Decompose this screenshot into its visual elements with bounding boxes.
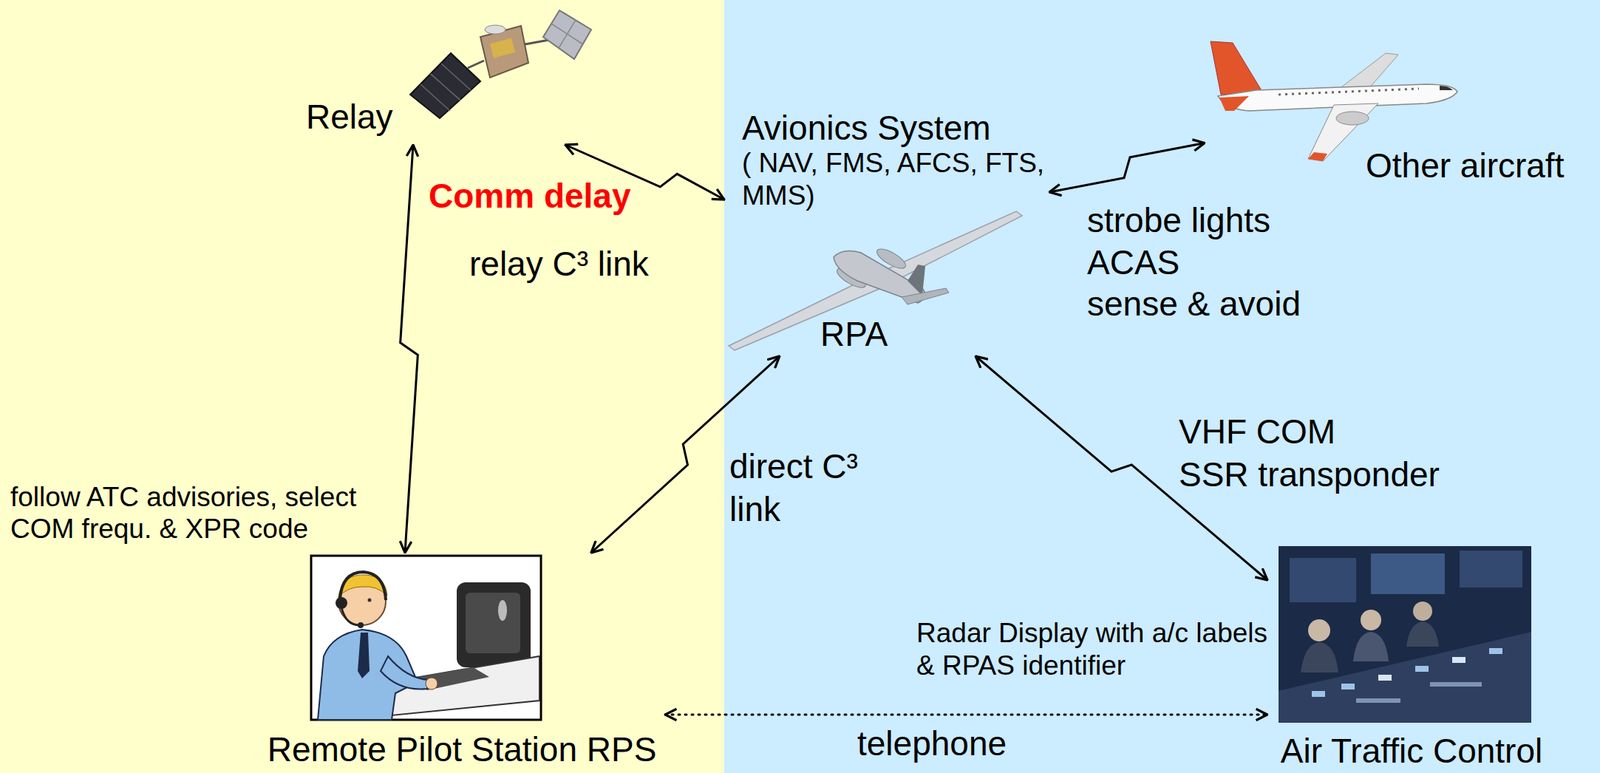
- node-label: Other aircraft: [1365, 146, 1564, 186]
- system-heading: Avionics System: [741, 108, 992, 148]
- satellite-picture: [410, 10, 592, 119]
- link-item: strobe lights: [1087, 201, 1271, 241]
- link-item: sense & avoid: [1087, 284, 1301, 324]
- atc-picture: [1278, 546, 1532, 723]
- node-label: Remote Pilot Station RPS: [267, 731, 657, 768]
- system-list: ( NAV, FMS, AFCS, FTS, MMS): [741, 147, 1068, 213]
- link-label: telephone: [857, 724, 1007, 764]
- node-label: Air Traffic Control: [1280, 733, 1543, 769]
- link-label: relay C³ link: [469, 244, 649, 284]
- air-traffic-control: Air Traffic Control: [1267, 543, 1556, 771]
- link-label: direct C³ link: [729, 445, 885, 532]
- pilot-picture: [311, 555, 541, 720]
- radio-link: [1049, 143, 1205, 193]
- delay-note: Comm delay: [428, 176, 632, 216]
- radio-link: [400, 144, 419, 553]
- relay-satellite: Relay: [299, 7, 595, 145]
- pilot-note: follow ATC advisories, select COM frequ.…: [10, 481, 380, 546]
- dotted-link: [665, 713, 1268, 717]
- airliner-picture: [1210, 41, 1458, 162]
- node-label: RPA: [820, 314, 888, 354]
- remote-pilot-station: Remote Pilot Station RPS: [258, 552, 666, 771]
- other-aircraft: Other aircraft: [1204, 36, 1586, 189]
- link-item: ACAS: [1087, 243, 1180, 283]
- link-item: VHF COM: [1178, 412, 1336, 452]
- link-item: SSR transponder: [1178, 455, 1440, 495]
- display-note: Radar Display with a/c labels & RPAS ide…: [916, 617, 1286, 682]
- node-label: Relay: [305, 97, 394, 137]
